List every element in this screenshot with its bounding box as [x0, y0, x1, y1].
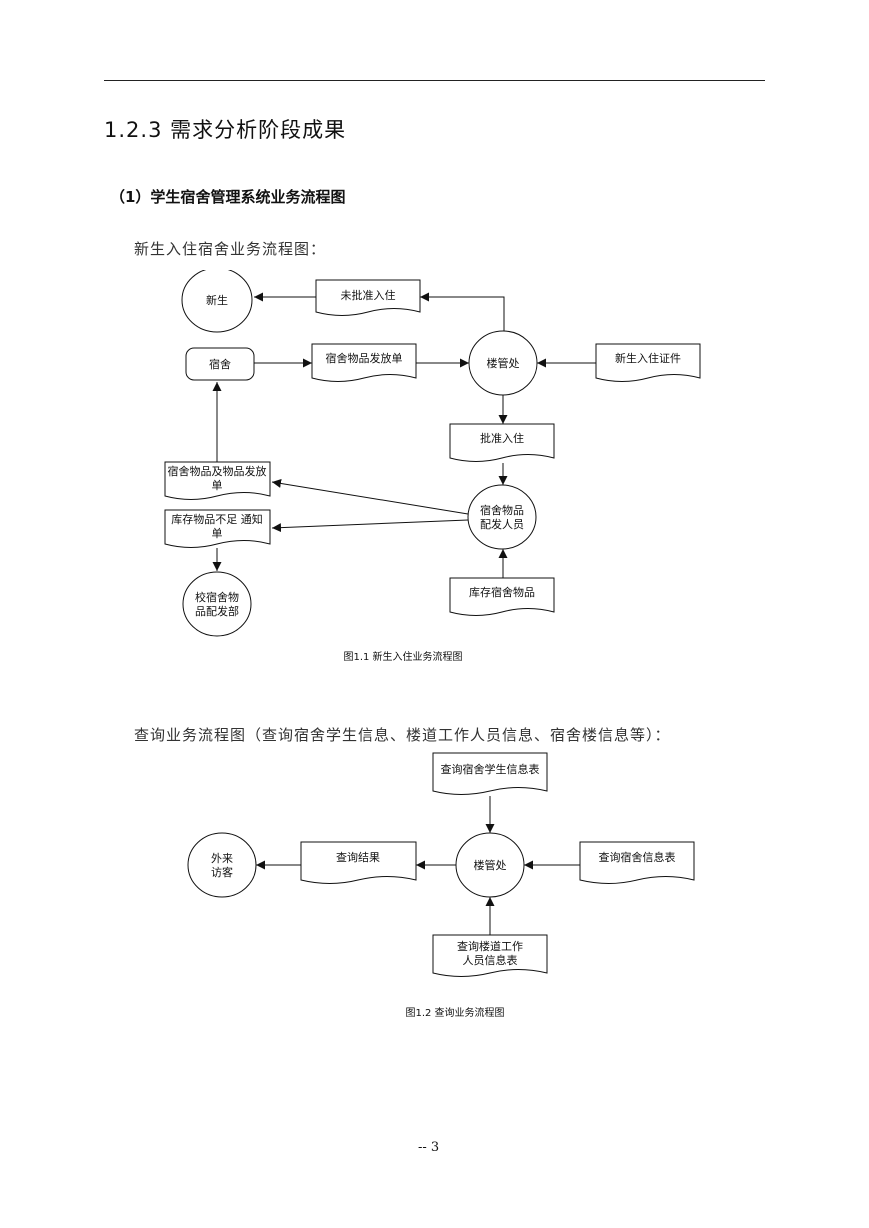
- visitor-label-2: 访客: [211, 865, 233, 879]
- page-number: -- 3: [418, 1140, 440, 1155]
- staff-info-table-label-1: 查询楼道工作: [457, 939, 523, 953]
- distributor-label-2: 配发人员: [480, 517, 524, 531]
- approved-label: 批准入住: [480, 431, 524, 445]
- supply-dept-node: [182, 571, 252, 637]
- student-info-table-doc: [432, 752, 548, 795]
- items-and-form-label-2: 单: [212, 479, 223, 492]
- visitor-node: [187, 832, 257, 898]
- dorm-node: [185, 347, 255, 381]
- flow1-intro: 新生入住宿舍业务流程图：: [134, 240, 327, 258]
- freshman-cert-label: 新生入住证件: [615, 351, 681, 365]
- query-dorm-office-label: 楼管处: [474, 858, 507, 872]
- figure-caption-1: 图1.1 新生入住业务流程图: [343, 650, 462, 663]
- not-approved-doc: [315, 279, 421, 316]
- supply-dept-label-1: 校宿舍物: [195, 590, 239, 604]
- supply-dept-label-2: 品配发部: [195, 604, 239, 618]
- items-and-form-label-1: 宿舍物品及物品发放: [168, 464, 267, 478]
- items-and-form-doc: [164, 461, 271, 500]
- visitor-label-1: 外来: [211, 852, 233, 865]
- distributor-label-1: 宿舍物品: [480, 503, 524, 517]
- staff-info-table-label-2: 人员信息表: [463, 953, 518, 967]
- freshman-node: [181, 270, 253, 333]
- header-rule: [104, 80, 765, 81]
- stock-items-label: 库存宿舍物品: [469, 585, 535, 599]
- arrow-distributor-itemsform: [271, 479, 469, 515]
- distributor-node: [467, 484, 537, 550]
- query-result-label: 查询结果: [336, 850, 380, 864]
- stock-items-doc: [449, 577, 555, 616]
- dorm-label: 宿舍: [209, 357, 231, 371]
- dorm-info-table-label: 查询宿舍信息表: [599, 850, 676, 864]
- dorm-office-label: 楼管处: [487, 356, 520, 370]
- staff-info-table-doc: [432, 934, 548, 977]
- issue-form-doc: [311, 343, 417, 382]
- shortage-notice-label-1: 库存物品不足 通知: [171, 512, 263, 526]
- freshman-cert-doc: [595, 343, 701, 382]
- issue-form-label: 宿舍物品发放单: [326, 351, 403, 365]
- flow2-intro: 查询业务流程图（查询宿舍学生信息、楼道工作人员信息、宿舍楼信息等）：: [134, 726, 671, 744]
- freshman-label: 新生: [206, 293, 228, 307]
- shortage-notice-label-2: 单: [212, 527, 223, 540]
- query-result-doc: [300, 841, 417, 884]
- freshman-checkin-flow-diagram: 新生 未批准入住 宿舍 宿舍物品发放单 楼管处 新生入住证件 批准入住 宿舍物品…: [164, 270, 701, 663]
- arrow-office-notapproved: [420, 292, 505, 331]
- query-flow-diagram: 查询宿舍学生信息表 外来 访客 查询结果 楼管处 查询宿舍信息表 查询楼道工作 …: [187, 752, 695, 1019]
- figure-caption-2: 图1.2 查询业务流程图: [405, 1006, 504, 1019]
- shortage-notice-doc: [164, 509, 271, 548]
- subsection-heading: （1）学生宿舍管理系统业务流程图: [110, 188, 346, 206]
- section-heading: 1.2.3 需求分析阶段成果: [104, 118, 347, 142]
- student-info-table-label: 查询宿舍学生信息表: [441, 762, 540, 776]
- arrow-distributor-shortage: [271, 519, 469, 533]
- approved-doc: [449, 423, 555, 462]
- not-approved-label: 未批准入住: [341, 288, 396, 302]
- dorm-info-table-doc: [579, 841, 695, 884]
